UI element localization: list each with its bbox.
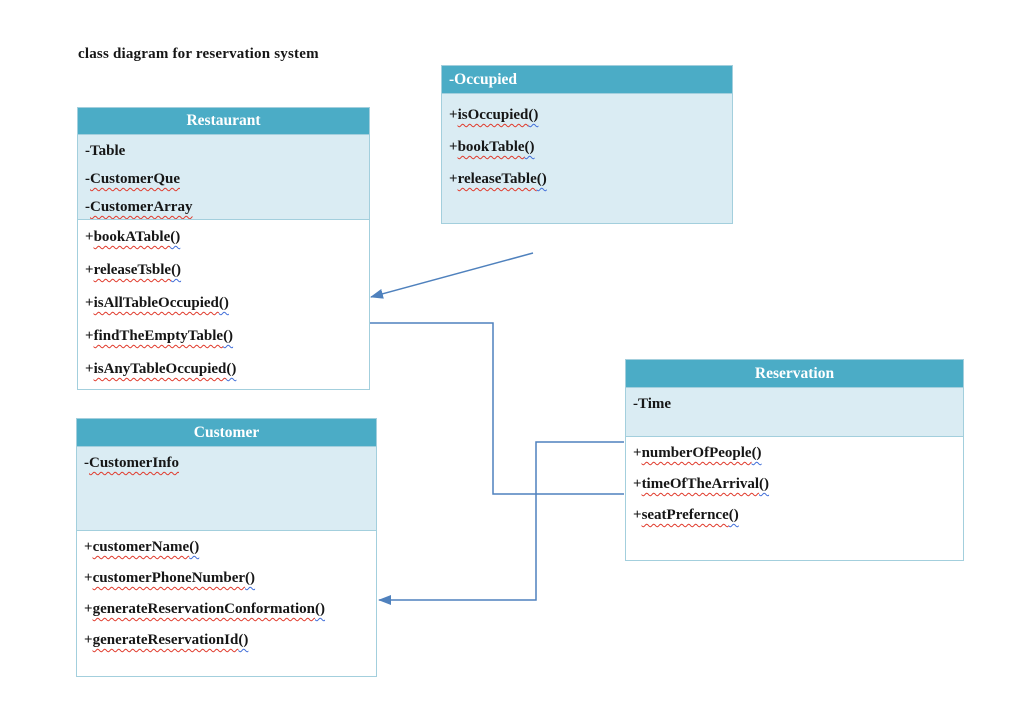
class-name-occupied: -Occupied bbox=[442, 66, 732, 94]
restaurant-attributes-section: -Table -CustomerQue -CustomerArray bbox=[78, 135, 369, 220]
diagram-title: class diagram for reservation system bbox=[78, 46, 319, 62]
uml-method: +customerName() bbox=[84, 539, 200, 555]
uml-method: +isAllTableOccupied() bbox=[85, 295, 229, 311]
class-box-reservation[interactable]: Reservation -Time +numberOfPeople() +tim… bbox=[625, 359, 964, 561]
occupied-methods-section: +isOccupied() +bookTable() +releaseTable… bbox=[442, 94, 732, 223]
connector-restaurant-to-reservation[interactable] bbox=[370, 322, 624, 495]
uml-method: +releaseTable() bbox=[449, 171, 547, 187]
uml-method: +bookATable() bbox=[85, 229, 181, 245]
connector-reservation-to-customer[interactable] bbox=[378, 441, 624, 605]
connector-occupied-to-restaurant[interactable] bbox=[370, 252, 534, 299]
class-name-restaurant: Restaurant bbox=[78, 108, 369, 135]
uml-method: +seatPrefernce() bbox=[633, 507, 739, 523]
uml-method: +isAnyTableOccupied() bbox=[85, 361, 237, 377]
uml-method: +customerPhoneNumber() bbox=[84, 570, 256, 586]
uml-attribute: -CustomerInfo bbox=[84, 455, 179, 471]
class-box-customer[interactable]: Customer -CustomerInfo +customerName() +… bbox=[76, 418, 377, 677]
uml-method: +numberOfPeople() bbox=[633, 445, 762, 461]
uml-method: +findTheEmptyTable() bbox=[85, 328, 234, 344]
uml-method: +isOccupied() bbox=[449, 107, 539, 123]
uml-attribute: -Table bbox=[85, 143, 126, 159]
uml-attribute: -CustomerQue bbox=[85, 171, 180, 187]
uml-method: +generateReservationConformation() bbox=[84, 601, 326, 617]
class-name-reservation: Reservation bbox=[626, 360, 963, 388]
customer-methods-section: +customerName() +customerPhoneNumber() +… bbox=[77, 531, 376, 676]
reservation-attributes-section: -Time bbox=[626, 388, 963, 437]
class-name-customer: Customer bbox=[77, 419, 376, 447]
restaurant-methods-section: +bookATable() +releaseTsble() +isAllTabl… bbox=[78, 220, 369, 389]
uml-attribute: -CustomerArray bbox=[85, 199, 193, 215]
uml-method: +timeOfTheArrival() bbox=[633, 476, 770, 492]
class-box-occupied[interactable]: -Occupied +isOccupied() +bookTable() +re… bbox=[441, 65, 733, 224]
uml-method: +releaseTsble() bbox=[85, 262, 182, 278]
uml-method: +bookTable() bbox=[449, 139, 535, 155]
customer-attributes-section: -CustomerInfo bbox=[77, 447, 376, 531]
reservation-methods-section: +numberOfPeople() +timeOfTheArrival() +s… bbox=[626, 437, 963, 560]
uml-method: +generateReservationId() bbox=[84, 632, 249, 648]
class-box-restaurant[interactable]: Restaurant -Table -CustomerQue -Customer… bbox=[77, 107, 370, 390]
uml-attribute: -Time bbox=[633, 396, 672, 412]
